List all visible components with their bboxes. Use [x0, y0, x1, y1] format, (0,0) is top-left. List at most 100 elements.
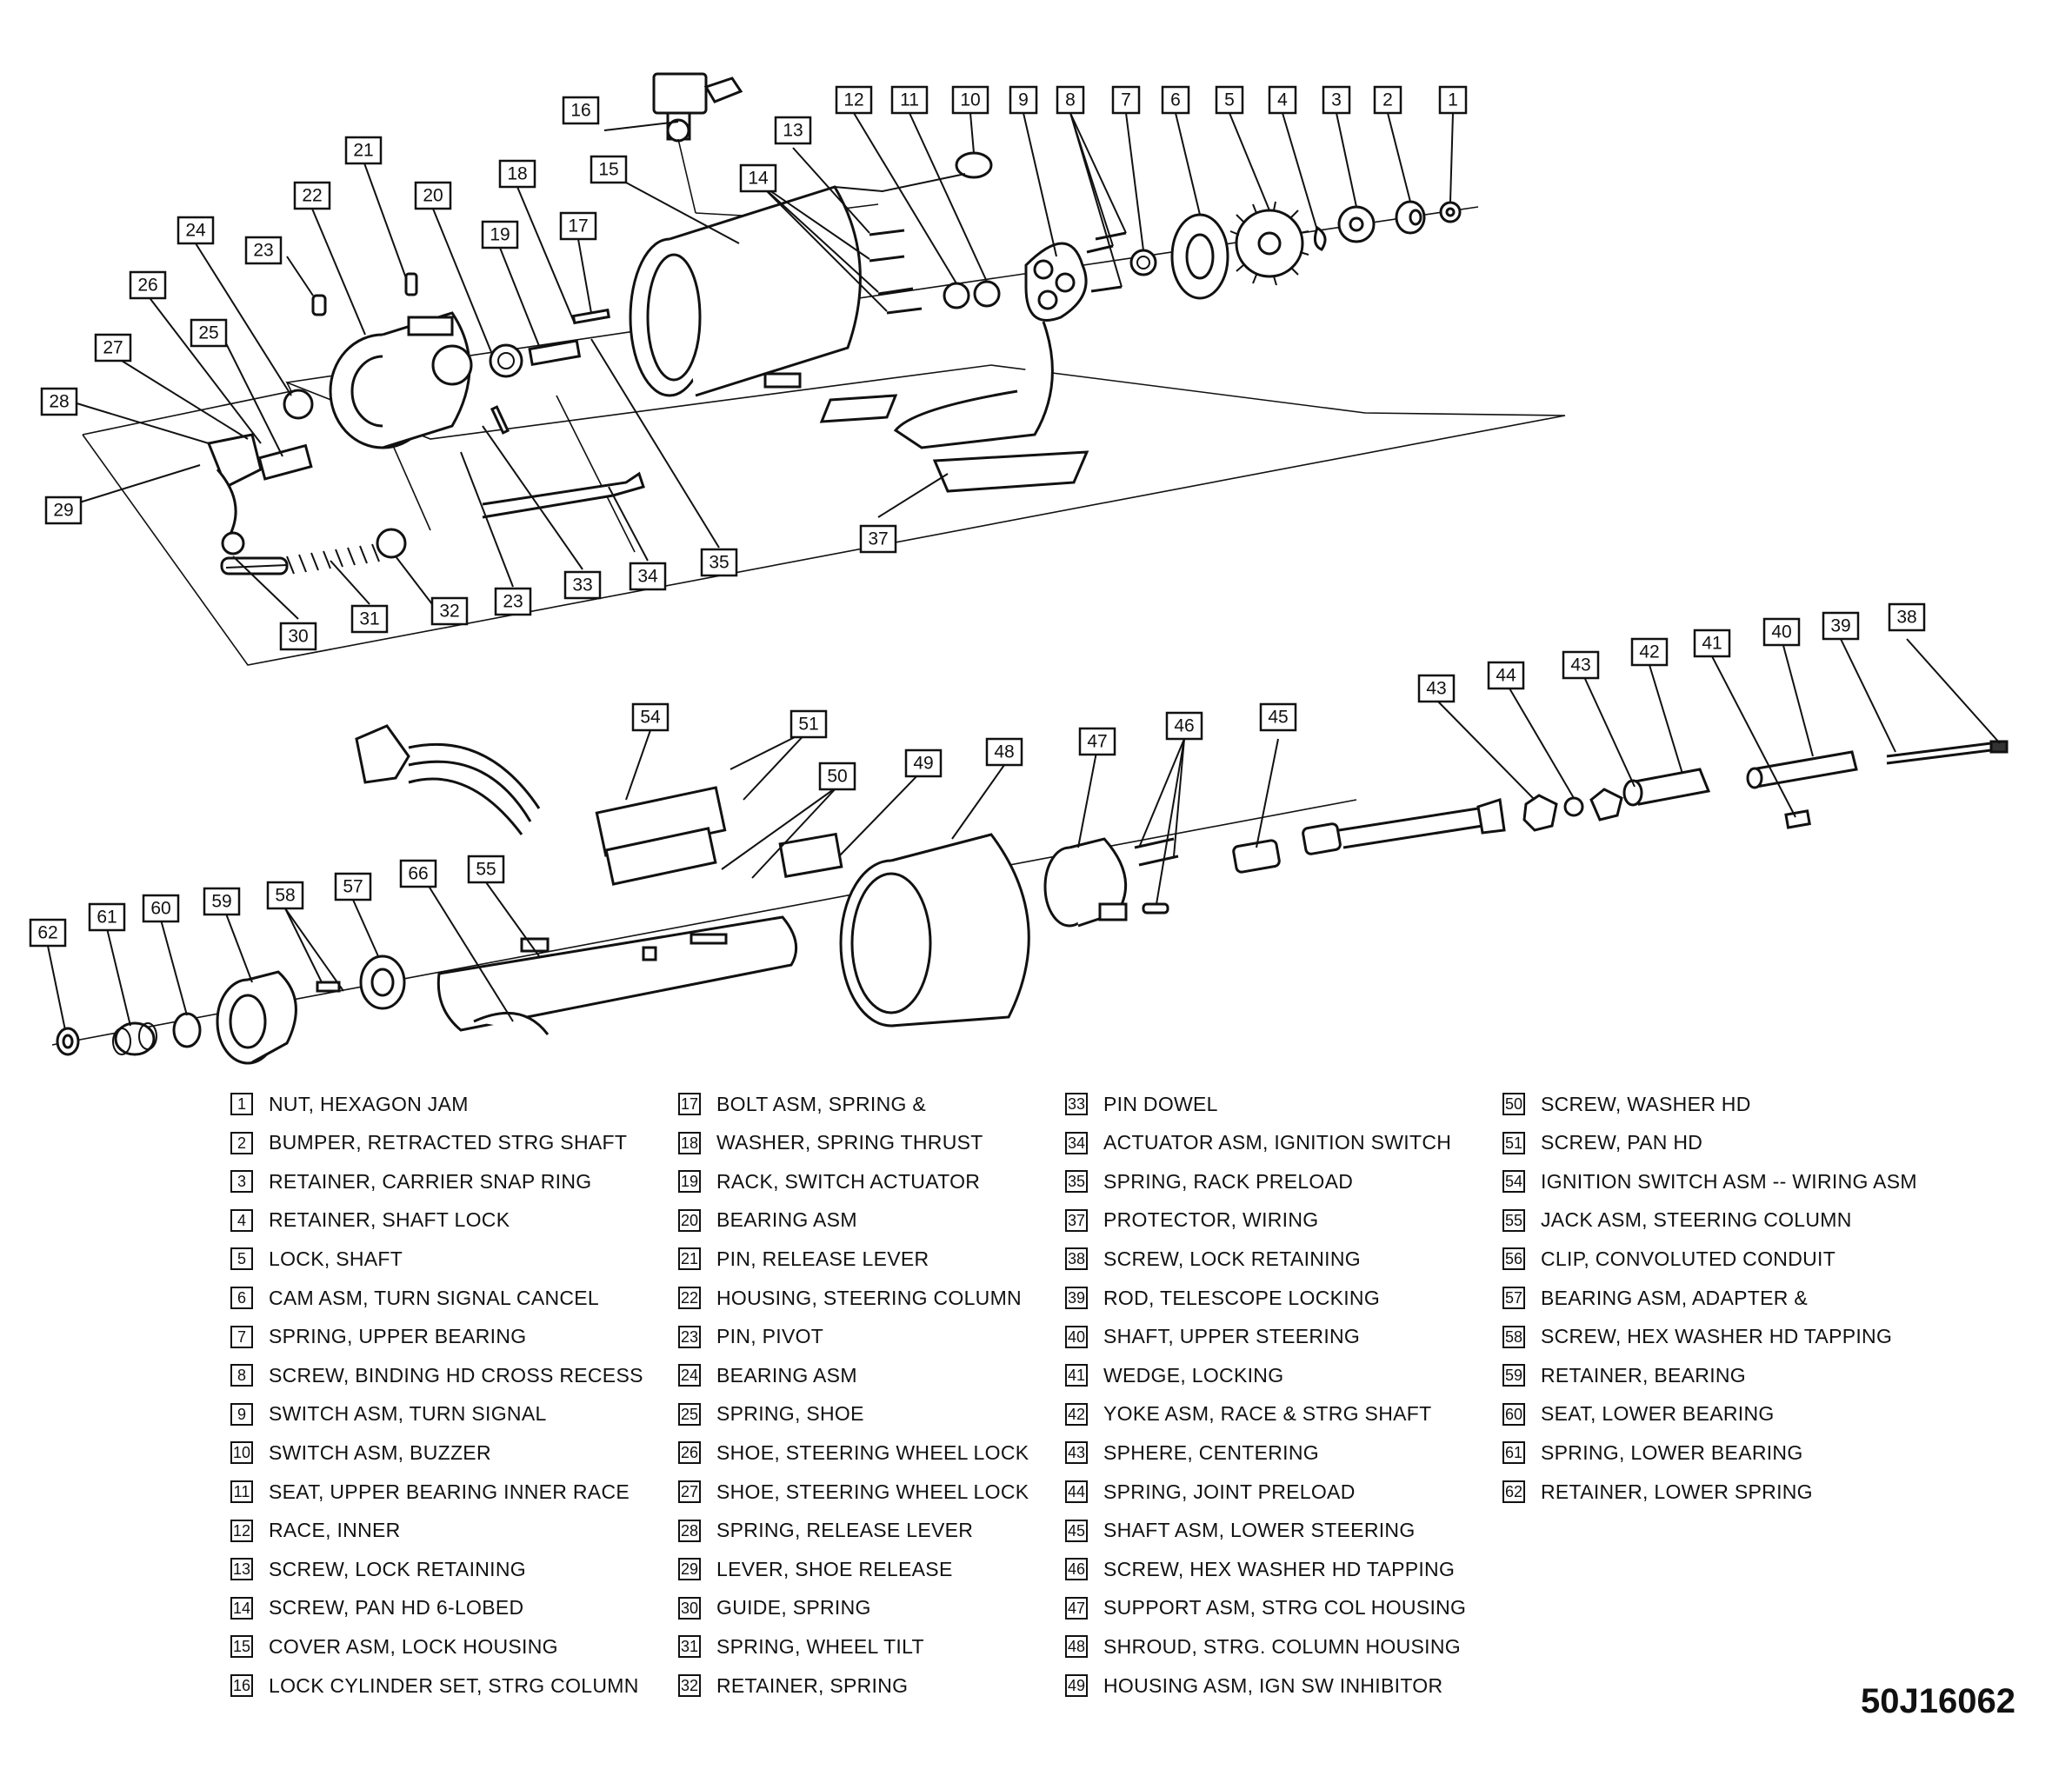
- legend-item-label: BOLT ASM, SPRING &: [716, 1092, 927, 1115]
- legend-item-number: 23: [678, 1325, 701, 1348]
- legend-item-label: SCREW, HEX WASHER HD TAPPING: [1103, 1557, 1456, 1580]
- upper-bearing-seat: [973, 280, 1001, 308]
- svg-text:20: 20: [423, 186, 443, 206]
- svg-text:55: 55: [476, 860, 496, 880]
- centering-sphere: [1522, 788, 1623, 832]
- callout-19: 19: [481, 220, 519, 249]
- legend-item-label: IGNITION SWITCH ASM -- WIRING ASM: [1541, 1169, 1917, 1193]
- svg-text:14: 14: [748, 169, 769, 189]
- legend-item-number: 13: [230, 1558, 253, 1581]
- adapter-bearing: [359, 955, 406, 1010]
- legend-item-label: SHOE, STEERING WHEEL LOCK: [716, 1480, 1029, 1503]
- legend-item-label: SCREW, PAN HD: [1541, 1131, 1703, 1154]
- callout-23-top: 23: [244, 236, 283, 265]
- svg-text:66: 66: [408, 864, 428, 884]
- inner-race: [943, 282, 970, 309]
- buzzer-switch: [955, 151, 993, 179]
- svg-text:3: 3: [1331, 90, 1342, 110]
- callout-31: 31: [350, 604, 389, 634]
- svg-text:6: 6: [1170, 90, 1181, 110]
- legend-item-label: SCREW, LOCK RETAINING: [269, 1557, 526, 1580]
- callout-29: 29: [44, 496, 83, 525]
- release-lever-pin: [404, 272, 418, 296]
- svg-text:24: 24: [185, 221, 206, 241]
- callout-30: 30: [279, 622, 317, 651]
- bearing-retainer: [216, 970, 297, 1065]
- legend-item-number: 56: [1502, 1247, 1525, 1271]
- svg-text:44: 44: [1496, 666, 1516, 686]
- callout-49: 49: [904, 748, 943, 778]
- callout-45: 45: [1259, 702, 1297, 732]
- legend-item-number: 27: [678, 1480, 701, 1503]
- legend-item-number: 14: [230, 1596, 253, 1620]
- legend-item: 27 SHOE, STEERING WHEEL LOCK: [678, 1479, 1029, 1505]
- callout-46: 46: [1165, 711, 1203, 741]
- yoke-race-shaft: [1622, 768, 1711, 807]
- callout-60: 60: [142, 894, 180, 923]
- upper-bearing-spring: [1129, 249, 1157, 276]
- legend-item-label: ACTUATOR ASM, IGNITION SWITCH: [1103, 1131, 1452, 1154]
- svg-text:4: 4: [1277, 90, 1288, 110]
- figure-id: 50J16062: [1861, 1682, 2015, 1720]
- svg-text:15: 15: [598, 160, 618, 180]
- legend-item-number: 8: [230, 1364, 253, 1387]
- legend-item-number: 24: [678, 1364, 701, 1387]
- callout-54: 54: [631, 702, 670, 732]
- callout-66: 66: [399, 859, 437, 888]
- svg-text:16: 16: [570, 101, 590, 121]
- legend-item-label: JACK ASM, STEERING COLUMN: [1541, 1208, 1852, 1232]
- svg-text:51: 51: [798, 715, 818, 735]
- callout-14: 14: [739, 163, 777, 193]
- legend-item: 8 SCREW, BINDING HD CROSS RECESS: [230, 1362, 643, 1388]
- callout-17: 17: [559, 211, 597, 241]
- legend-item-label: RETAINER, LOWER SPRING: [1541, 1480, 1813, 1503]
- legend-item-label: SHAFT ASM, LOWER STEERING: [1103, 1519, 1416, 1542]
- svg-text:50: 50: [827, 767, 847, 787]
- svg-text:2: 2: [1382, 90, 1393, 110]
- legend-item-label: SPRING, RACK PRELOAD: [1103, 1169, 1354, 1193]
- legend-item-number: 38: [1065, 1247, 1088, 1271]
- callout-1: 1: [1438, 85, 1468, 115]
- svg-text:47: 47: [1087, 732, 1107, 752]
- retracted-shaft-bumper: [1395, 200, 1426, 235]
- legend-item-number: 40: [1065, 1325, 1088, 1348]
- callout-35: 35: [700, 548, 738, 577]
- screws-group-14: [869, 229, 923, 315]
- callout-34: 34: [629, 562, 667, 591]
- legend-item-label: LEVER, SHOE RELEASE: [716, 1557, 953, 1580]
- svg-text:61: 61: [97, 908, 117, 928]
- legend-item-number: 1: [230, 1093, 253, 1115]
- svg-text:17: 17: [568, 216, 588, 236]
- legend-item-label: SCREW, BINDING HD CROSS RECESS: [269, 1363, 643, 1387]
- hex-washer-screws-58: [316, 981, 341, 993]
- legend-item-number: 18: [678, 1131, 701, 1154]
- legend-item-label: RETAINER, SHAFT LOCK: [269, 1208, 510, 1232]
- legend-item-label: YOKE ASM, RACE & STRG SHAFT: [1103, 1402, 1432, 1426]
- svg-text:60: 60: [150, 899, 170, 919]
- callout-5: 5: [1215, 85, 1244, 115]
- callout-10: 10: [951, 85, 989, 115]
- shaft-lock: [1229, 201, 1309, 286]
- callout-57: 57: [334, 872, 372, 901]
- legend-item-number: 37: [1065, 1208, 1088, 1232]
- steering-column-shroud: [839, 833, 1030, 1028]
- legend-item-label: SPHERE, CENTERING: [1103, 1440, 1319, 1464]
- callout-44: 44: [1487, 661, 1525, 690]
- callout-43-right: 43: [1562, 650, 1600, 680]
